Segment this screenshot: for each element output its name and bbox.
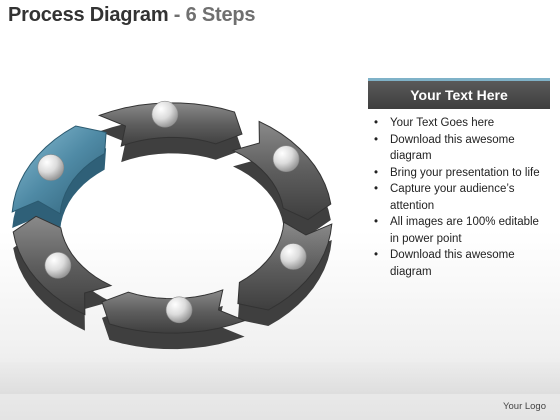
bullet-item: Capture your audience’s attention	[368, 181, 550, 214]
cycle-segment-2	[231, 120, 332, 236]
bullet-item: Download this awesome diagram	[368, 247, 550, 280]
step-ball-3	[279, 243, 307, 270]
slide-title: Process Diagram - 6 Steps	[8, 4, 256, 27]
balls-layer	[37, 100, 307, 324]
title-main: Process Diagram	[8, 4, 169, 26]
bullet-item: Bring your presentation to life	[368, 165, 550, 182]
footer-logo: Your Logo	[503, 401, 546, 412]
floor-band	[0, 362, 560, 394]
bullet-item: All images are 100% editable in power po…	[368, 214, 550, 247]
cycle-segment-6	[11, 125, 107, 230]
bullet-item: Download this awesome diagram	[368, 132, 550, 165]
step-ball-4	[165, 296, 193, 324]
cycle-diagram	[11, 100, 333, 350]
bullet-list: Your Text Goes here Download this awesom…	[368, 115, 550, 280]
cycle-segment-3	[237, 221, 333, 326]
step-ball-6	[37, 154, 65, 181]
text-box: Your Text Here Your Text Goes here Downl…	[368, 78, 550, 280]
title-steps: 6 Steps	[185, 4, 256, 26]
step-ball-1	[151, 100, 179, 128]
step-ball-5	[44, 252, 72, 279]
bullet-item: Your Text Goes here	[368, 115, 550, 132]
title-separator: -	[168, 4, 186, 26]
step-ball-2	[272, 145, 300, 172]
text-box-header: Your Text Here	[368, 78, 550, 109]
